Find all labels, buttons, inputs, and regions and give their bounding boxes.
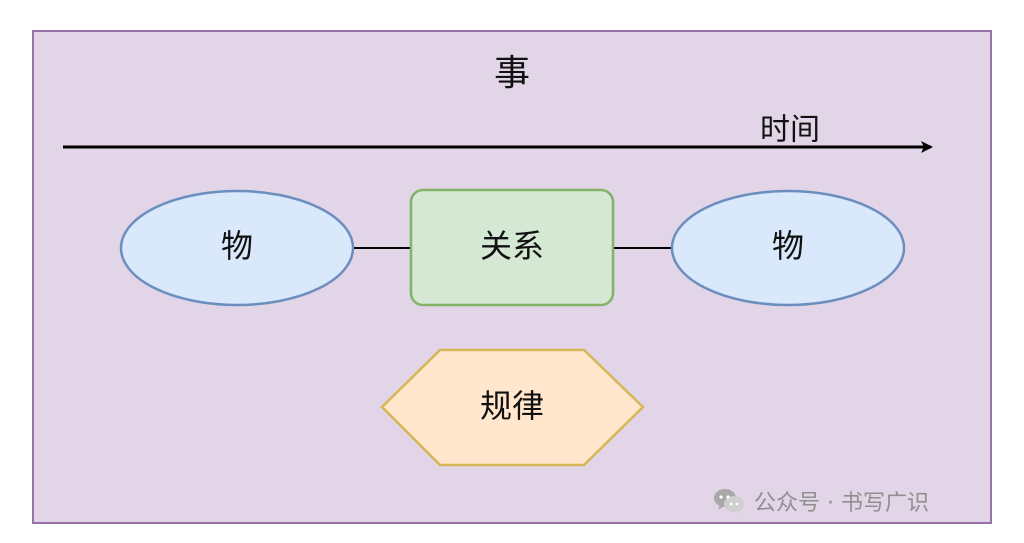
entity-left-label: 物 [221, 227, 253, 265]
entity-left-node [119, 189, 355, 307]
wechat-icon [714, 489, 744, 514]
entity-right-label: 物 [772, 227, 804, 265]
law-node [380, 348, 645, 467]
watermark: 公众号 · 书写广识 [712, 486, 929, 516]
watermark-text: 公众号 · 书写广识 [754, 491, 929, 516]
timeline-label: 时间 [760, 113, 820, 148]
relation-node [409, 188, 615, 307]
relation-label: 关系 [480, 227, 544, 265]
entity-right-node [670, 189, 906, 307]
container-label: 事 [494, 53, 530, 94]
law-label: 规律 [480, 387, 544, 425]
